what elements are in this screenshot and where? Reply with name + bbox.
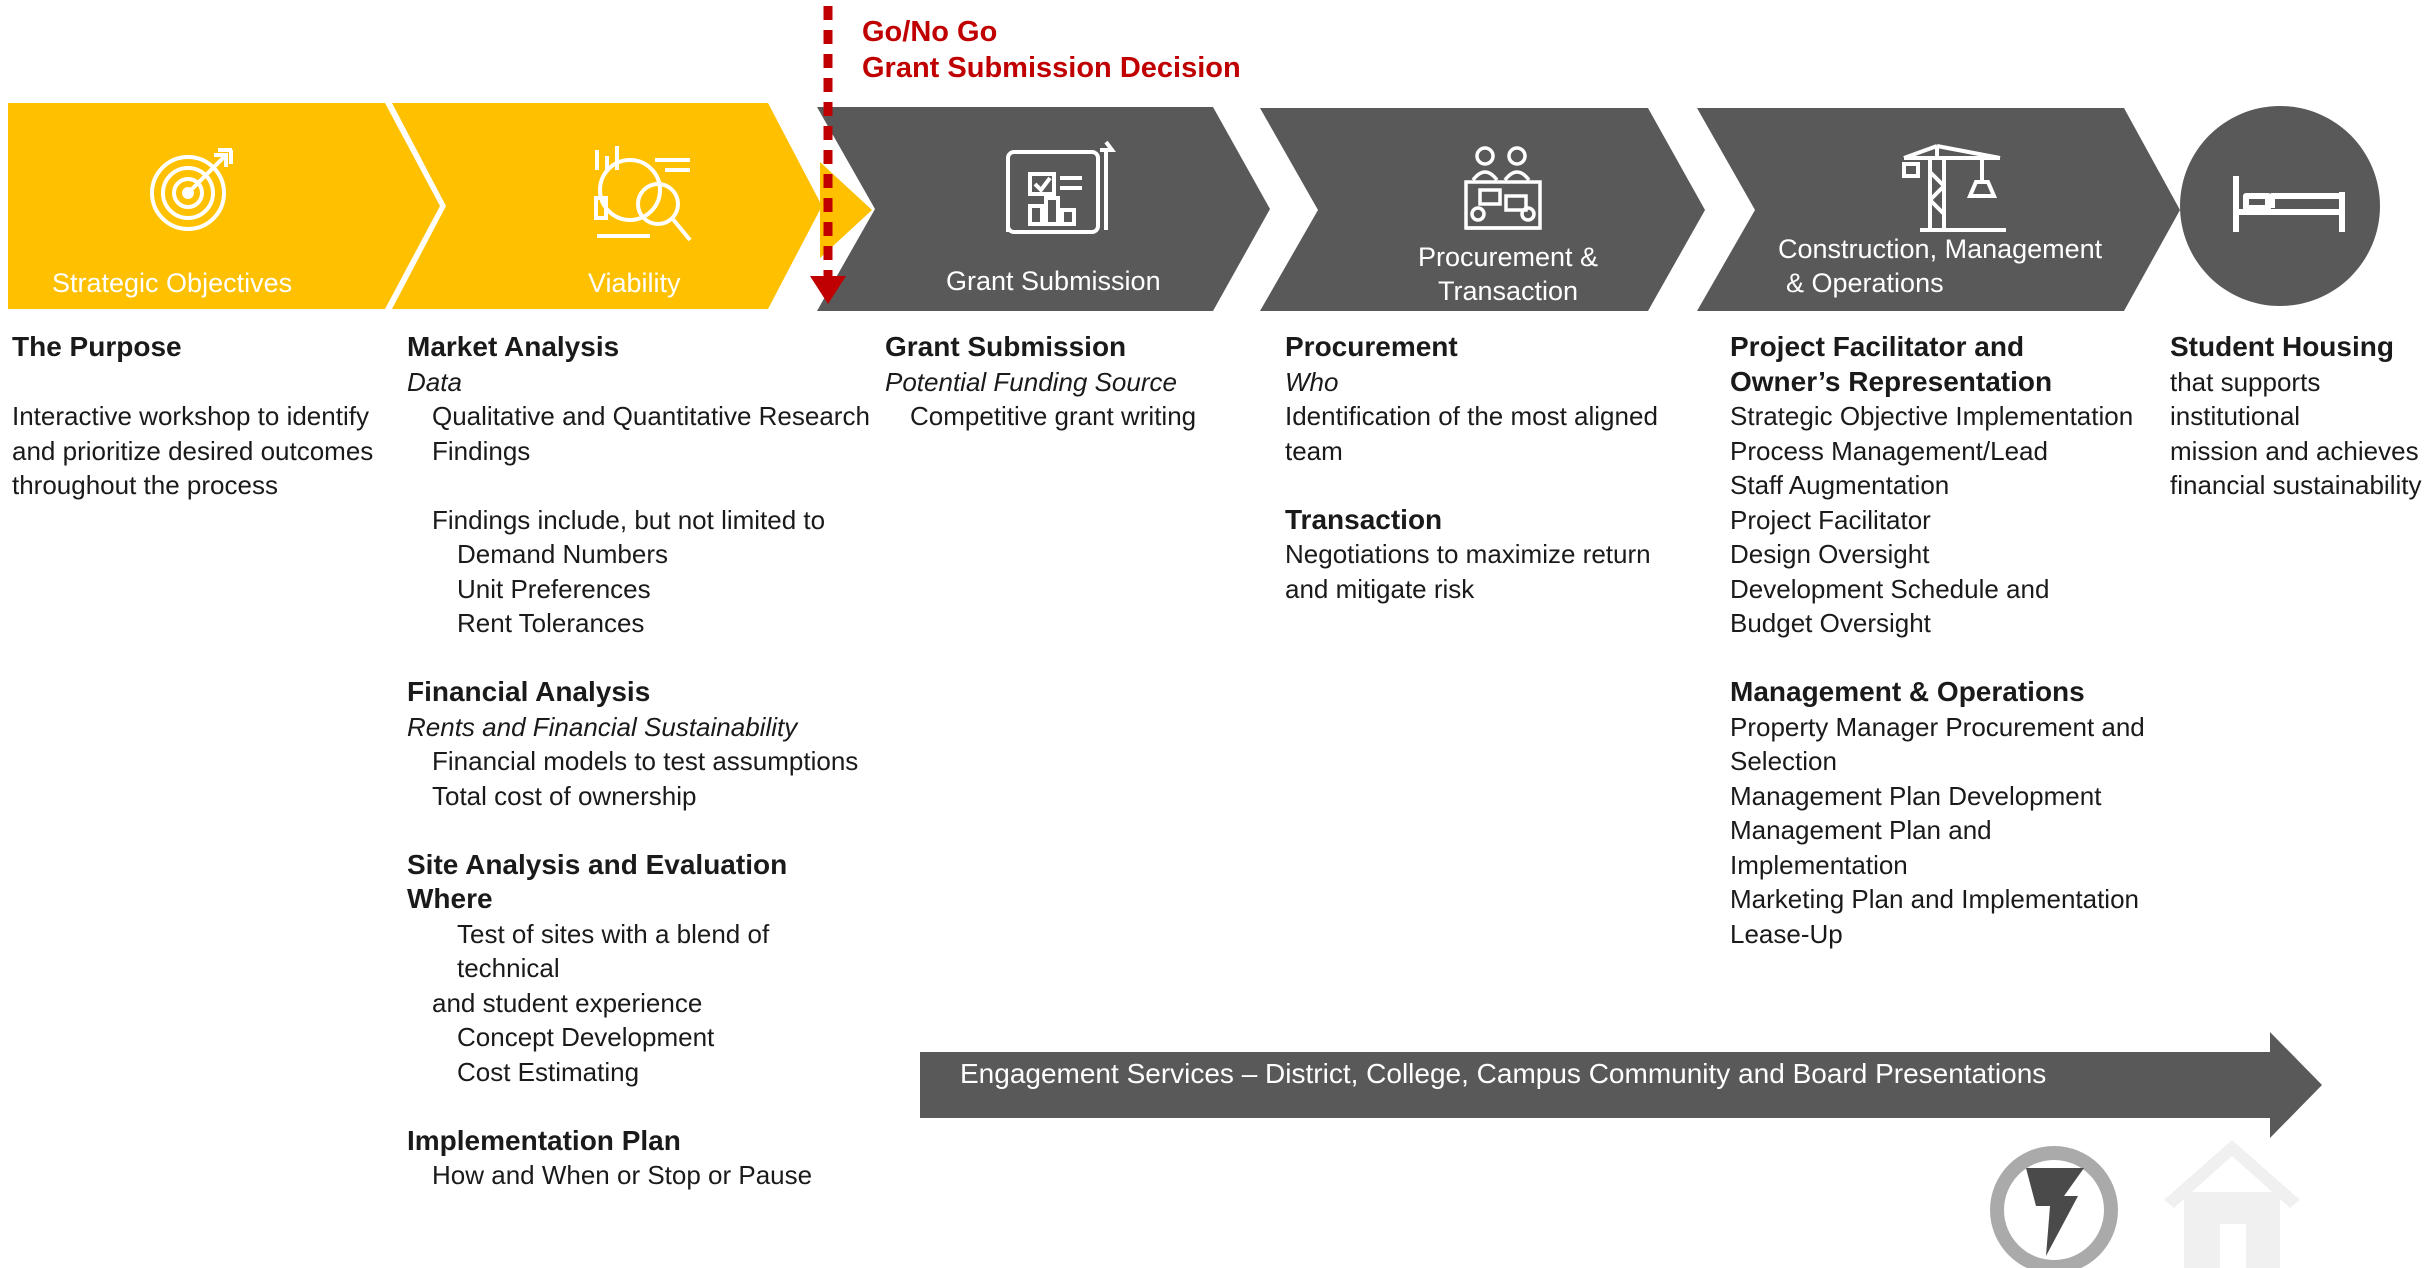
team-meeting-icon (1464, 146, 1542, 230)
house-logo (2164, 1140, 2300, 1268)
purpose-line: and prioritize desired outcomes (12, 435, 374, 466)
student-housing-line: financial sustainability (2170, 470, 2422, 500)
bed-icon (2233, 176, 2345, 232)
market-line: Findings (432, 435, 531, 466)
stage-label-construction: Construction, Management & Operations (1778, 232, 2102, 300)
column-grant-submission: Grant Submission Potential Funding Sourc… (885, 330, 1265, 434)
go-no-go-decision-label: Go/No Go Grant Submission Decision (862, 14, 1241, 86)
column-purpose: The Purpose Interactive workshop to iden… (12, 330, 392, 503)
decision-arrowhead (810, 276, 846, 304)
target-icon (150, 148, 233, 231)
site-item: Cost Estimating (457, 1056, 640, 1087)
facilitator-line: Process Management/Lead (1730, 435, 2048, 466)
stage-student-housing-circle (2180, 106, 2380, 306)
grant-heading: Grant Submission (885, 331, 1127, 362)
findings-item: Unit Preferences (457, 573, 651, 604)
student-housing-heading: Student Housing (2170, 331, 2394, 362)
facilitator-line: Budget Oversight (1730, 608, 1931, 638)
transaction-line: Negotiations to maximize return (1285, 539, 1651, 569)
facilitator-line: Staff Augmentation (1730, 470, 1950, 500)
procurement-heading: Procurement (1285, 331, 1458, 362)
column-construction: Project Facilitator and Owner’s Represen… (1730, 330, 2150, 951)
student-housing-line: that supports institutional (2170, 366, 2321, 432)
stage-label-procurement-line1: Procurement & (1417, 242, 1599, 272)
stage-label-construction-line2: & Operations (1786, 268, 1944, 298)
purpose-line: Interactive workshop to identify (12, 401, 369, 431)
procurement-line: team (1285, 435, 1343, 466)
site-analysis-heading: Site Analysis and Evaluation (407, 848, 788, 880)
facilitator-line: Strategic Objective Implementation (1730, 401, 2134, 431)
arrowhead-logo (1990, 1146, 2118, 1268)
transaction-heading: Transaction (1285, 503, 1443, 535)
procurement-sub: Who (1285, 366, 1339, 397)
financial-line: Total cost of ownership (432, 780, 697, 811)
management-line: Selection (1730, 746, 1837, 776)
grant-line: Competitive grant writing (910, 401, 1197, 431)
facilitator-line: Development Schedule and (1730, 573, 2050, 604)
facilitator-line: Project Facilitator (1730, 504, 1931, 535)
stage-label-procurement-line2: Transaction (1437, 276, 1579, 306)
financial-analysis-sub: Rents and Financial Sustainability (407, 711, 798, 742)
stage-label-construction-line1: Construction, Management (1778, 234, 2103, 264)
facilitator-heading-line2: Owner’s Representation (1730, 365, 2053, 397)
implementation-plan-heading: Implementation Plan (407, 1124, 681, 1156)
column-student-housing: Student Housing that supports institutio… (2170, 330, 2430, 503)
site-line: Test of sites with a blend of technical (457, 918, 770, 984)
stage-strategic-objectives-chevron (8, 103, 440, 309)
market-line: Qualitative and Quantitative Research (432, 401, 870, 431)
decision-line-2: Grant Submission Decision (862, 52, 1241, 84)
site-item: Concept Development (457, 1022, 715, 1052)
facilitator-line: Design Oversight (1730, 539, 1930, 569)
financial-line: Financial models to test assumptions (432, 746, 859, 776)
crane-icon (1902, 144, 2006, 232)
stage-label-strategic-objectives: Strategic Objectives (52, 268, 293, 298)
findings-intro: Findings include, but not limited to (432, 504, 826, 535)
stage-label-viability: Viability (588, 268, 681, 298)
site-line: and student experience (432, 987, 703, 1018)
management-line: Lease-Up (1730, 918, 1843, 949)
grant-sub: Potential Funding Source (885, 366, 1177, 397)
transaction-line: and mitigate risk (1285, 573, 1475, 604)
column-viability: Market Analysis Data Qualitative and Qua… (407, 330, 877, 1193)
viability-tip-arrow (820, 162, 872, 258)
decision-line-1: Go/No Go (862, 16, 998, 48)
management-line: Marketing Plan and Implementation (1730, 884, 2140, 914)
management-line: Implementation (1730, 849, 1908, 880)
engagement-services-label: Engagement Services – District, College,… (960, 1058, 2047, 1089)
purpose-heading: The Purpose (12, 331, 182, 362)
implementation-line: How and When or Stop or Pause (432, 1160, 813, 1190)
facilitator-heading: Project Facilitator and (1730, 331, 2025, 362)
column-procurement: Procurement Who Identification of the mo… (1285, 330, 1685, 606)
findings-item: Rent Tolerances (457, 608, 645, 638)
market-analysis-sub: Data (407, 366, 462, 397)
site-analysis-heading-where: Where (407, 883, 493, 914)
purpose-line: throughout the process (12, 470, 278, 500)
procurement-line: Identification of the most aligned (1285, 401, 1658, 431)
engagement-arrow (920, 1032, 2322, 1138)
stage-label-procurement: Procurement & Transaction (1408, 240, 1608, 308)
management-line: Management Plan Development (1730, 780, 2102, 811)
management-line: Management Plan and (1730, 815, 1992, 845)
management-operations-heading: Management & Operations (1730, 676, 2085, 707)
analysis-icon (594, 146, 692, 242)
management-line: Property Manager Procurement and (1730, 711, 2145, 742)
financial-analysis-heading: Financial Analysis (407, 676, 651, 707)
market-analysis-heading: Market Analysis (407, 331, 620, 362)
findings-item: Demand Numbers (457, 539, 668, 569)
stage-label-grant-submission: Grant Submission (946, 266, 1161, 296)
blueprint-icon (1006, 140, 1116, 234)
student-housing-line: mission and achieves (2170, 435, 2419, 466)
